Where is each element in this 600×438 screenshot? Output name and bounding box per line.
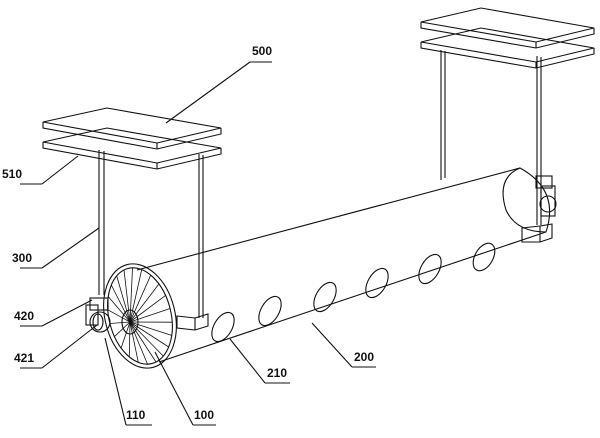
fan-spoke bbox=[114, 321, 131, 337]
fan-spoke bbox=[129, 321, 157, 363]
fan-spoke bbox=[129, 308, 171, 323]
fan-spoke bbox=[107, 296, 131, 323]
fan-spoke bbox=[128, 321, 131, 357]
cylinder-body bbox=[136, 167, 551, 363]
label-510: 510 bbox=[2, 167, 22, 181]
fan-spoke bbox=[129, 321, 139, 363]
fan-spoke bbox=[129, 321, 148, 365]
label-200: 200 bbox=[354, 350, 374, 364]
fan-spoke bbox=[129, 275, 152, 323]
fan-spoke bbox=[120, 321, 131, 349]
label-420: 420 bbox=[14, 309, 34, 323]
fan-spoke bbox=[109, 321, 131, 324]
left-rod-clamp bbox=[176, 313, 209, 331]
right-bracket-roller bbox=[521, 175, 557, 243]
label-500: 500 bbox=[252, 44, 272, 58]
fan-spoke bbox=[107, 309, 131, 323]
fan-spoke bbox=[129, 321, 164, 357]
callout-labels: 500 510 300 420 421 110 100 210 200 bbox=[2, 44, 374, 422]
fan-spoke bbox=[129, 267, 133, 323]
label-421: 421 bbox=[14, 351, 34, 365]
leader-lines bbox=[20, 61, 376, 426]
right-hanging-rods bbox=[440, 50, 542, 225]
left-bracket-roller bbox=[85, 297, 111, 333]
fan-spoke bbox=[129, 295, 166, 323]
right-mounting-plates bbox=[420, 7, 595, 69]
fan-spoke bbox=[110, 284, 131, 323]
fan-spoke bbox=[129, 321, 172, 336]
fan-spoke bbox=[129, 269, 143, 323]
left-hanging-rods bbox=[98, 150, 204, 318]
fan-spoke bbox=[123, 269, 131, 323]
left-mounting-plates bbox=[42, 107, 222, 170]
cylinder-holes bbox=[211, 242, 496, 343]
fan-spoke bbox=[129, 283, 160, 323]
label-100: 100 bbox=[194, 408, 214, 422]
label-300: 300 bbox=[12, 251, 32, 265]
fan-spoke bbox=[129, 321, 169, 348]
label-110: 110 bbox=[126, 408, 146, 422]
fan-spoke bbox=[116, 275, 131, 323]
label-210: 210 bbox=[267, 366, 287, 380]
